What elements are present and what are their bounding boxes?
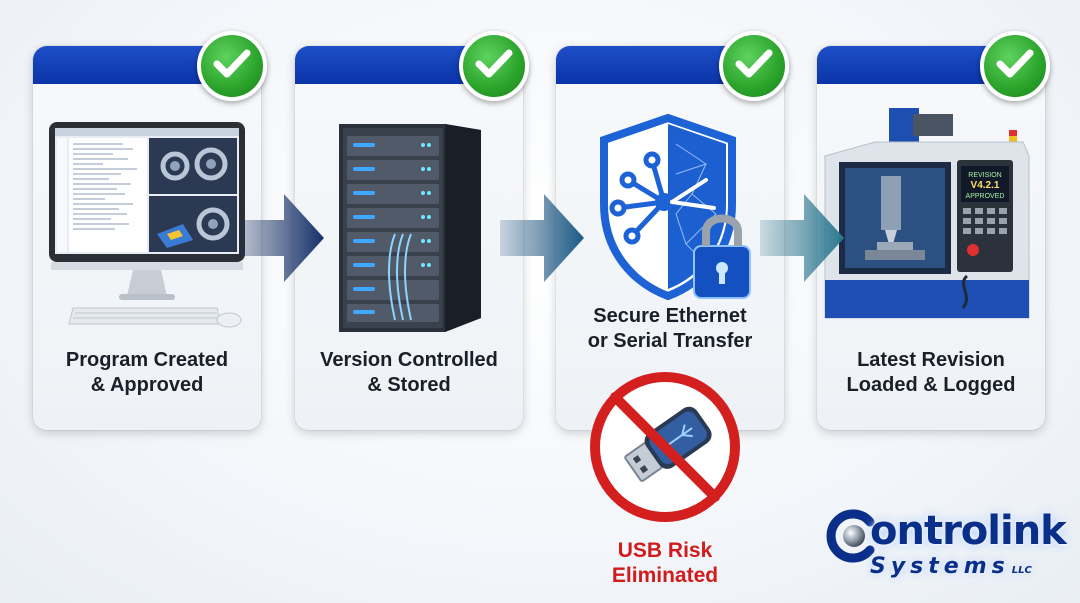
checkmark-icon bbox=[980, 31, 1050, 101]
step-label-line2: & Approved bbox=[90, 374, 204, 396]
step-label: Secure Ethernet or Serial Transfer bbox=[556, 304, 784, 354]
step-label-line2: & Stored bbox=[367, 374, 451, 396]
step-label-line2: or Serial Transfer bbox=[587, 330, 753, 352]
step-label-line1: Latest Revision bbox=[857, 349, 1005, 371]
computer-icon bbox=[49, 122, 245, 328]
shield-lock-icon bbox=[600, 113, 751, 301]
usb-risk-line2: Eliminated bbox=[611, 564, 719, 587]
step-label: Program Created & Approved bbox=[33, 348, 261, 398]
checkmark-icon bbox=[719, 31, 789, 101]
revision-title: REVISION bbox=[968, 172, 1001, 179]
checkmark-icon bbox=[197, 31, 267, 101]
server-rack-icon bbox=[339, 124, 481, 332]
server-units bbox=[347, 136, 439, 322]
logo-emblem-icon bbox=[826, 509, 875, 563]
step-label: Version Controlled & Stored bbox=[295, 348, 523, 398]
step-label-line2: Loaded & Logged bbox=[846, 374, 1016, 396]
checkmark-icon bbox=[459, 31, 529, 101]
step-label-line1: Version Controlled bbox=[320, 349, 498, 371]
logo-llc: LLC bbox=[1011, 565, 1032, 576]
flow-arrow-2 bbox=[500, 194, 584, 282]
usb-risk-line1: USB Risk bbox=[617, 539, 713, 562]
cnc-machine-icon: REVISION V4.2.1 APPROVED bbox=[824, 108, 1030, 319]
logo-systems: Systems bbox=[870, 554, 1010, 579]
step-label-line1: Secure Ethernet bbox=[593, 305, 747, 327]
step-label-line1: Program Created bbox=[65, 349, 229, 371]
no-usb-icon bbox=[590, 372, 740, 522]
revision-status: APPROVED bbox=[966, 193, 1005, 200]
step-card-machine: REVISION V4.2.1 APPROVED Latest Revision… bbox=[817, 46, 1045, 430]
usb-risk-label: USB Risk Eliminated bbox=[580, 538, 750, 588]
flow-arrow-1 bbox=[240, 194, 324, 282]
logo-wordmark: ontrolink bbox=[870, 508, 1067, 554]
step-label: Latest Revision Loaded & Logged bbox=[817, 348, 1045, 398]
step-card-program: Program Created & Approved bbox=[33, 46, 261, 430]
step-card-version-control: Version Controlled & Stored bbox=[295, 46, 523, 430]
flow-arrow-3 bbox=[760, 194, 844, 282]
step-card-secure-transfer: Secure Ethernet or Serial Transfer bbox=[556, 46, 784, 430]
revision-version: V4.2.1 bbox=[971, 180, 1000, 191]
